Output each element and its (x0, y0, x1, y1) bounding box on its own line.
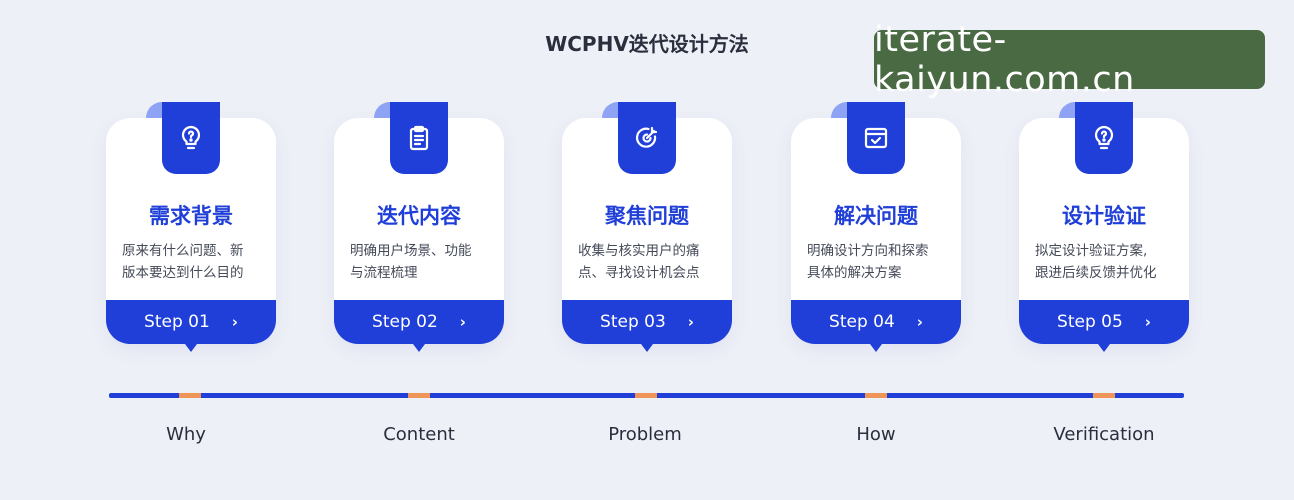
clipboard-icon (409, 125, 429, 151)
step-button[interactable]: Step 03 › (562, 300, 732, 344)
card-pointer (638, 340, 656, 352)
card-pointer (410, 340, 428, 352)
timeline-tick (1093, 393, 1115, 398)
card-pointer (1095, 340, 1113, 352)
timeline-tick (635, 393, 657, 398)
card-description: 拟定设计验证方案, 跟进后续反馈并优化 (1035, 240, 1175, 284)
card-description: 收集与核实用户的痛 点、寻找设计机会点 (578, 240, 718, 284)
card-tab (374, 102, 448, 174)
step-button[interactable]: Step 01 › (106, 300, 276, 344)
step-button[interactable]: Step 04 › (791, 300, 961, 344)
lightbulb-question-icon (1094, 125, 1114, 150)
card-pointer (867, 340, 885, 352)
card-pointer (182, 340, 200, 352)
step-label: Step 05 (1057, 312, 1123, 332)
target-icon (635, 126, 658, 148)
watermark: iterate-kaiyun.com.cn (874, 20, 1265, 100)
lightbulb-question-icon (181, 125, 201, 150)
step-card-verification[interactable]: 设计验证 拟定设计验证方案, 跟进后续反馈并优化 Step 05 › (1019, 102, 1189, 352)
card-desc-line: 与流程梳理 (350, 265, 418, 281)
page-title: WCPHV迭代设计方法 (545, 32, 749, 56)
step-card-how[interactable]: 解决问题 明确设计方向和探索 具体的解决方案 Step 04 › (791, 102, 961, 352)
card-desc-line: 点、寻找设计机会点 (578, 265, 700, 281)
card-desc-line: 收集与核实用户的痛 (578, 243, 700, 259)
chevron-right-icon: › (459, 313, 466, 331)
step-label: Step 02 (372, 312, 438, 332)
timeline-label-verification: Verification (1053, 424, 1155, 445)
step-label: Step 03 (600, 312, 666, 332)
timeline-label-content: Content (383, 424, 455, 445)
card-desc-line: 明确设计方向和探索 (807, 243, 929, 259)
step-card-why[interactable]: 需求背景 原来有什么问题、新 版本要达到什么目的 Step 01 › (106, 102, 276, 352)
step-button[interactable]: Step 02 › (334, 300, 504, 344)
card-desc-line: 拟定设计验证方案, (1035, 243, 1148, 259)
card-tab (146, 102, 220, 174)
card-title: 需求背景 (149, 204, 233, 228)
card-description: 原来有什么问题、新 版本要达到什么目的 (122, 240, 262, 284)
card-title: 迭代内容 (377, 204, 461, 228)
card-desc-line: 明确用户场景、功能 (350, 243, 472, 259)
card-desc-line: 具体的解决方案 (807, 265, 902, 281)
chevron-right-icon: › (687, 313, 694, 331)
card-title: 设计验证 (1062, 204, 1146, 228)
timeline-tick (865, 393, 887, 398)
card-tab (602, 102, 676, 174)
step-card-problem[interactable]: 聚焦问题 收集与核实用户的痛 点、寻找设计机会点 Step 03 › (562, 102, 732, 352)
timeline-tick (408, 393, 430, 398)
browser-check-icon (864, 127, 888, 149)
timeline-label-how: How (856, 424, 896, 445)
step-label: Step 04 (829, 312, 895, 332)
timeline-label-problem: Problem (608, 424, 682, 445)
chevron-right-icon: › (1144, 313, 1151, 331)
card-desc-line: 跟进后续反馈并优化 (1035, 265, 1157, 281)
card-tab (1059, 102, 1133, 174)
card-desc-line: 版本要达到什么目的 (122, 265, 244, 281)
step-button[interactable]: Step 05 › (1019, 300, 1189, 344)
card-title: 聚焦问题 (605, 204, 689, 228)
step-label: Step 01 (144, 312, 210, 332)
card-desc-line: 原来有什么问题、新 (122, 243, 244, 259)
timeline-label-why: Why (166, 424, 206, 445)
timeline-tick (179, 393, 201, 398)
card-tab (831, 102, 905, 174)
step-card-content[interactable]: 迭代内容 明确用户场景、功能 与流程梳理 Step 02 › (334, 102, 504, 352)
card-description: 明确用户场景、功能 与流程梳理 (350, 240, 490, 284)
chevron-right-icon: › (231, 313, 238, 331)
card-title: 解决问题 (834, 204, 918, 228)
card-description: 明确设计方向和探索 具体的解决方案 (807, 240, 947, 284)
chevron-right-icon: › (916, 313, 923, 331)
